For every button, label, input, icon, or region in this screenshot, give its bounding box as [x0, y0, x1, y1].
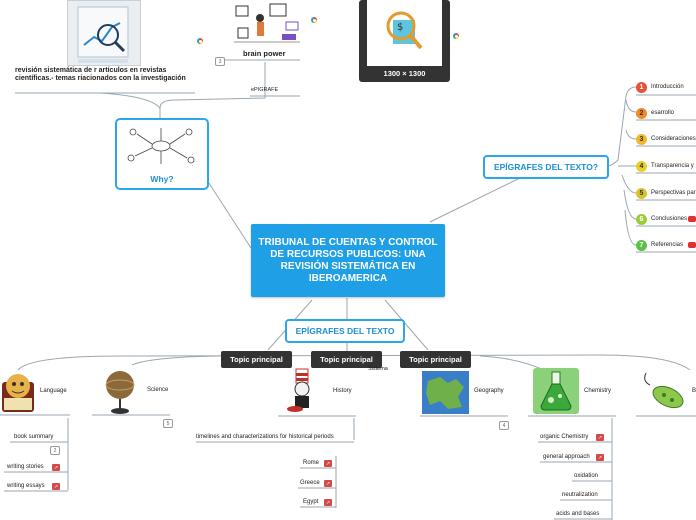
- number-badge: 4: [636, 161, 647, 172]
- biology-image: [640, 367, 688, 413]
- top-left-text: revisión sistemática de r artículos en r…: [15, 67, 186, 82]
- history-item-rome[interactable]: Rome: [303, 460, 320, 466]
- link-icon[interactable]: ↗: [52, 464, 60, 471]
- language-item-writing-stories[interactable]: writing stories: [7, 464, 44, 470]
- number-badge: 7: [636, 240, 647, 251]
- globe-icon: [105, 371, 135, 414]
- map-icon: [426, 377, 464, 409]
- sistema-label: Sistema: [368, 366, 388, 372]
- history-item-timelines[interactable]: timelines and characterizations for hist…: [196, 434, 334, 440]
- number-badge: 1: [636, 82, 647, 93]
- google-icon[interactable]: [453, 33, 459, 39]
- google-icon[interactable]: [197, 38, 203, 44]
- link-icon[interactable]: ↗: [324, 480, 332, 487]
- language-count[interactable]: 2: [50, 446, 60, 455]
- image-thumb: $: [367, 0, 442, 66]
- item-conclusiones[interactable]: Conclusiones: [651, 216, 688, 222]
- item-introduccion[interactable]: Introducción: [651, 84, 684, 90]
- language-item-book-summary[interactable]: book summary: [14, 434, 54, 440]
- language-item-writing-essays[interactable]: writing essays: [7, 483, 45, 489]
- history-image: [283, 367, 321, 414]
- image-node-dark[interactable]: $ 1300 × 1300: [359, 0, 450, 82]
- chart-magnifier-icon: [77, 6, 129, 63]
- bacteria-icon: [644, 372, 684, 409]
- why-node[interactable]: Why?: [115, 118, 209, 190]
- item-transparencia[interactable]: Transparencia y: [651, 163, 694, 169]
- link-icon[interactable]: ↗: [52, 483, 60, 490]
- article-image: [67, 0, 141, 66]
- subject-history[interactable]: History: [333, 388, 352, 394]
- chemistry-item-general[interactable]: general approach: [543, 454, 590, 460]
- youtube-icon[interactable]: [688, 216, 696, 222]
- link-icon[interactable]: ↗: [324, 460, 332, 467]
- chemistry-item-acids[interactable]: acids and bases: [556, 511, 600, 517]
- subject-science[interactable]: Science: [147, 387, 169, 393]
- money-search-icon: $: [386, 11, 423, 50]
- subject-last[interactable]: B: [692, 388, 696, 394]
- google-icon[interactable]: [311, 17, 317, 23]
- link-icon[interactable]: ↗: [596, 454, 604, 461]
- epigrafe-small-label: ePIGRAFE: [251, 87, 279, 93]
- people-workflow-icon: [234, 3, 300, 43]
- number-badge: 2: [636, 108, 647, 119]
- link-icon[interactable]: ↗: [324, 499, 332, 506]
- chemistry-item-oxidation[interactable]: oxidation: [574, 473, 599, 479]
- mindmap-sketch-icon: [127, 128, 195, 164]
- link-icon[interactable]: ↗: [596, 434, 604, 441]
- image-size-label: 1300 × 1300: [383, 69, 426, 78]
- flask-icon: [540, 371, 572, 411]
- chemistry-item-organic[interactable]: organic Chemistry: [540, 434, 589, 440]
- history-item-greece[interactable]: Greece: [300, 480, 320, 486]
- brain-power-label: brain power: [243, 49, 286, 58]
- epigrafes-bottom-node[interactable]: EPÍGRAFES DEL TEXTO: [285, 319, 405, 343]
- brain-power-image: [230, 0, 304, 47]
- language-image: [0, 368, 36, 414]
- subject-language[interactable]: Language: [40, 388, 67, 394]
- history-item-egypt[interactable]: Egypt: [303, 499, 319, 505]
- book-character-icon: [2, 374, 34, 412]
- science-image: [103, 367, 137, 415]
- youtube-icon[interactable]: [688, 242, 696, 248]
- cat-in-hat-icon: [287, 368, 310, 412]
- subject-chemistry[interactable]: Chemistry: [584, 388, 612, 394]
- subject-geography[interactable]: Geography: [474, 388, 504, 394]
- geography-image: [422, 371, 469, 414]
- geography-count[interactable]: 4: [499, 421, 509, 430]
- topic-principal-2[interactable]: Topic principal: [311, 351, 382, 368]
- topic-principal-1[interactable]: Topic principal: [221, 351, 292, 368]
- chemistry-image: [533, 368, 579, 414]
- chemistry-item-neutralization[interactable]: neutralization: [562, 492, 598, 498]
- why-label: Why?: [150, 174, 174, 184]
- item-perspectivas[interactable]: Perspectivas par: [651, 190, 696, 196]
- science-count[interactable]: 5: [163, 419, 173, 428]
- topic-principal-3[interactable]: Topic principal: [400, 351, 471, 368]
- item-consideraciones[interactable]: Consideraciones: [651, 136, 696, 142]
- svg-text:$: $: [397, 22, 403, 33]
- number-badge: 3: [636, 134, 647, 145]
- item-desarrollo[interactable]: esarrollo: [651, 110, 675, 116]
- number-badge: 5: [636, 188, 647, 199]
- brain-power-count[interactable]: 3: [215, 57, 225, 66]
- epigrafes-texto-node[interactable]: EPÍGRAFES DEL TEXTO?: [483, 155, 609, 179]
- item-referencias[interactable]: Referencias: [651, 242, 684, 248]
- number-badge: 6: [636, 214, 647, 225]
- central-topic[interactable]: TRIBUNAL DE CUENTAS Y CONTROL DE RECURSO…: [251, 224, 445, 297]
